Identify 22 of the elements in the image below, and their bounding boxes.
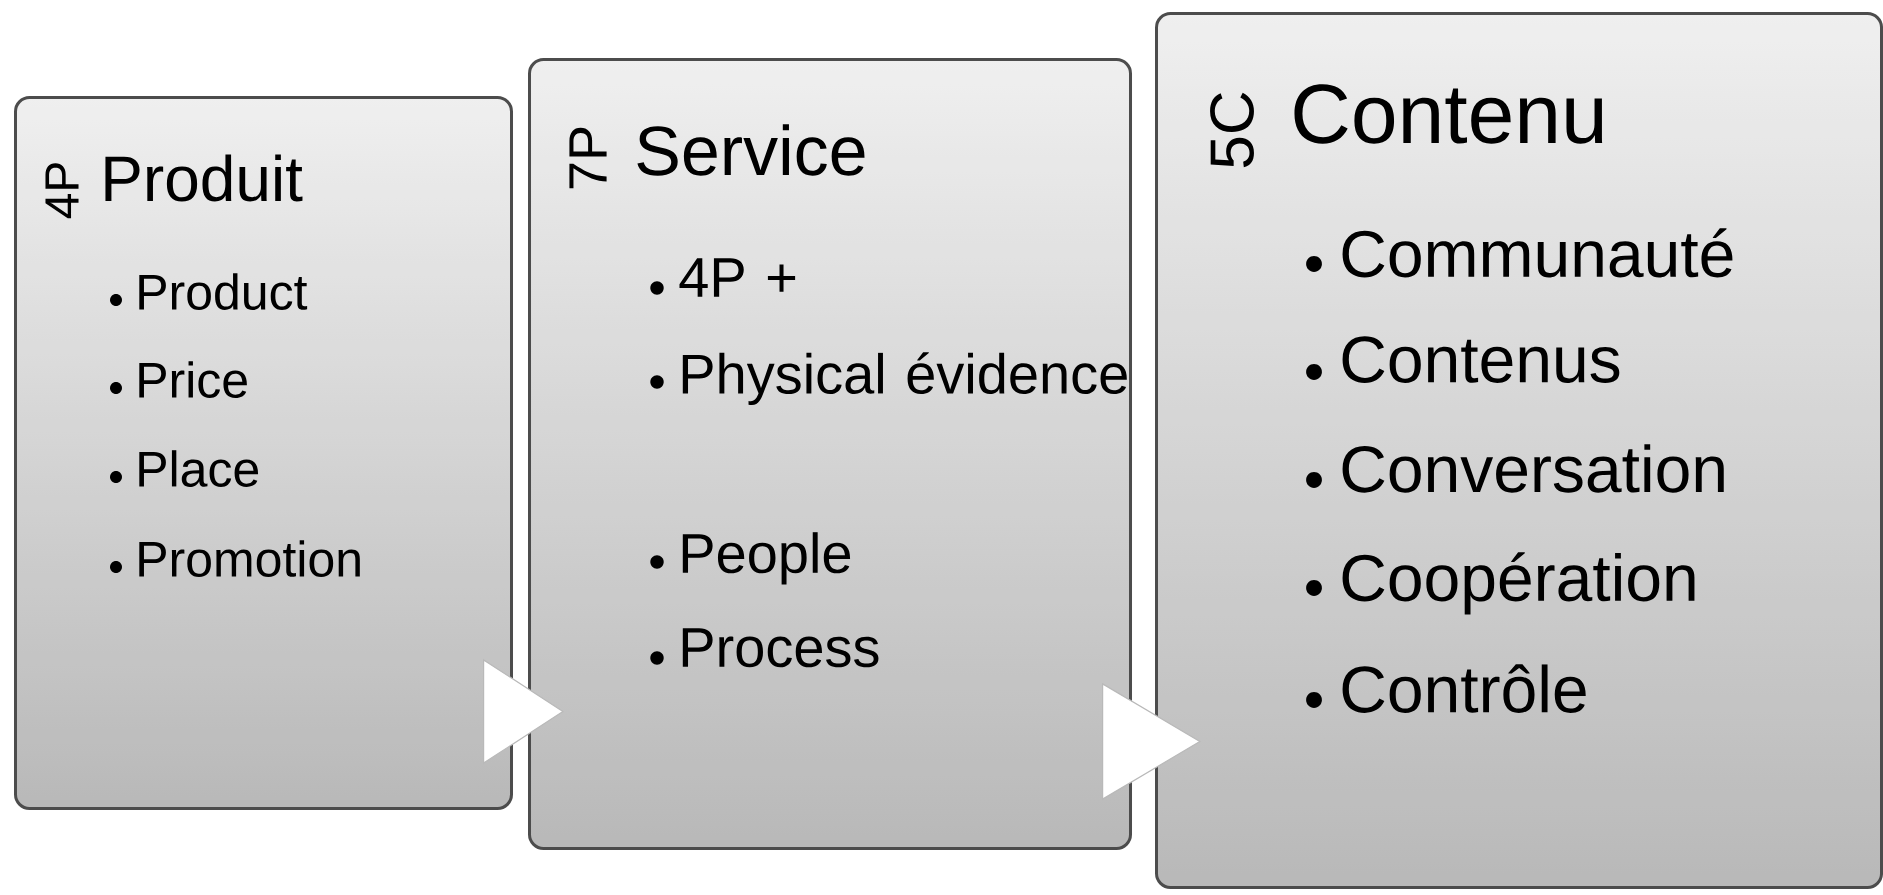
panel (14, 96, 513, 810)
list-item: Product (110, 273, 308, 310)
tag-text: 4P (45, 163, 79, 219)
title-text: Contenu (1294, 84, 1603, 144)
list-item: Place (110, 450, 259, 487)
list-item: Price (110, 361, 247, 398)
tag-text: 7P (569, 127, 607, 189)
list-item: Coopération (1306, 552, 1695, 615)
list-item: Conversation (1306, 444, 1724, 493)
panel (1155, 12, 1883, 889)
list-item: Contenus (1306, 336, 1620, 383)
title-text: Produit (105, 154, 303, 202)
title-text: Service (637, 124, 865, 176)
list-item: People (650, 532, 851, 585)
list-item: Process (650, 628, 879, 668)
panel (528, 58, 1132, 850)
list-item: 4P + (650, 258, 796, 297)
list-item: Physical évidence (650, 352, 1127, 406)
tag-text: 5C (1210, 92, 1254, 168)
list-item: Contrôle (1306, 664, 1586, 713)
list-item: Communauté (1306, 228, 1733, 278)
list-item: Promotion (110, 540, 360, 577)
